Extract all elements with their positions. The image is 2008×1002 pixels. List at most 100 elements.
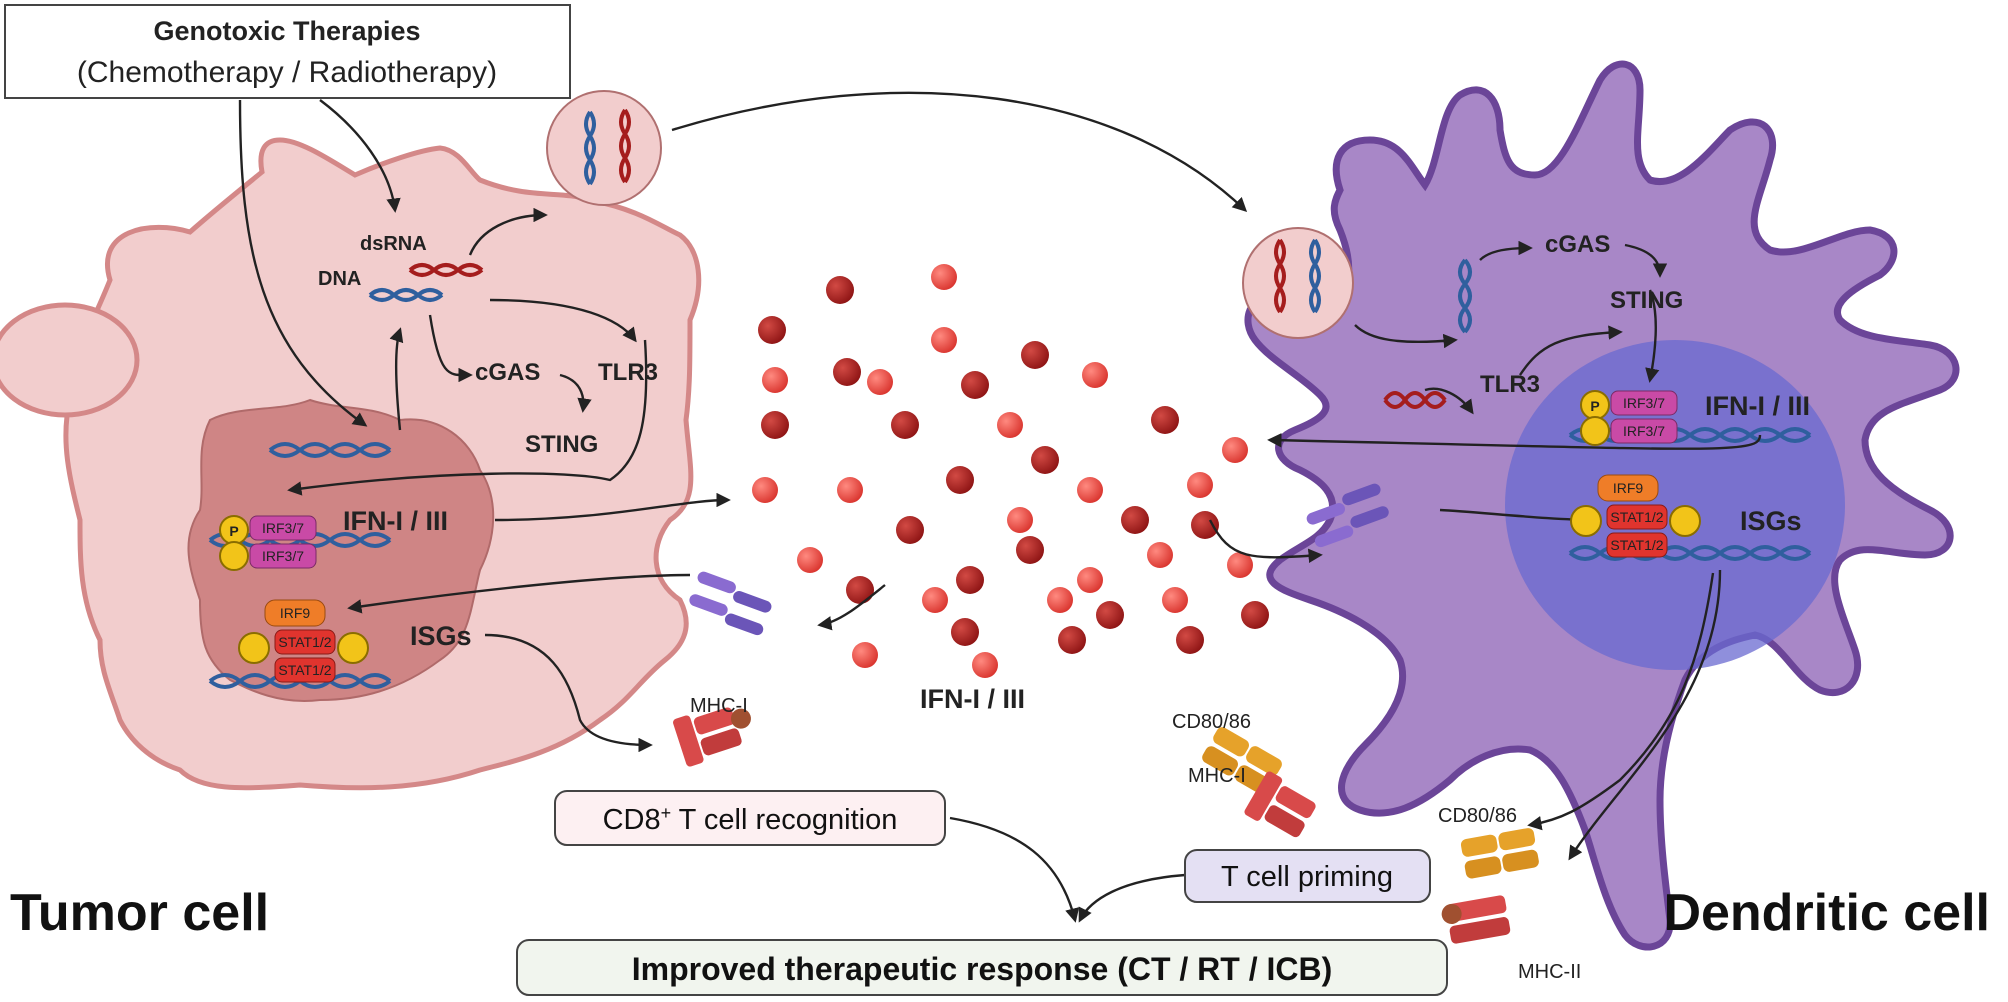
- ifn-droplet: [1082, 362, 1108, 388]
- cd8-sup: +: [661, 803, 672, 823]
- dna-label: DNA: [318, 268, 361, 290]
- ifn-droplet: [1031, 446, 1059, 474]
- ifn-droplet: [837, 477, 863, 503]
- ifn-droplet: [951, 618, 979, 646]
- tumor-stat-block: IRF9 STAT1/2 STAT1/2: [238, 599, 369, 683]
- released-vesicle: [546, 90, 662, 206]
- ifn-droplet: [752, 477, 778, 503]
- ifn-droplet: [867, 369, 893, 395]
- tumor-irf9-label: IRF9: [280, 605, 311, 621]
- therapy-box: [4, 4, 571, 99]
- ifn-droplet: [1187, 472, 1213, 498]
- ifn-droplet: [1077, 567, 1103, 593]
- dendritic-phagosome: [1242, 227, 1354, 339]
- cd8-main: CD8: [603, 804, 661, 836]
- ifn-droplet: [1077, 477, 1103, 503]
- priming-box: [1184, 849, 1431, 903]
- tumor-cgas-label: cGAS: [475, 359, 540, 386]
- ifn-droplet: [946, 466, 974, 494]
- ifn-droplet: [758, 316, 786, 344]
- dc-mhc1-label: MHC-I: [1188, 765, 1246, 787]
- dc-irf37-label: IRF3/7: [1623, 395, 1665, 411]
- tumor-cell-label: Tumor cell: [10, 884, 269, 942]
- dc-cgas-label: cGAS: [1545, 231, 1610, 258]
- dendritic-nucleus: [1505, 340, 1845, 670]
- ifn-droplet: [1047, 587, 1073, 613]
- cd8-recognition-text: CD8+ T cell recognition: [603, 803, 898, 836]
- ifn-droplet: [896, 516, 924, 544]
- ifn-droplet: [762, 367, 788, 393]
- center-ifn-label: IFN-I / III: [920, 684, 1025, 714]
- ifn-droplet: [1241, 601, 1269, 629]
- ifn-droplet: [997, 412, 1023, 438]
- dc-stat12-label: STAT1/2: [1610, 509, 1663, 525]
- response-box: [516, 939, 1448, 996]
- ifn-droplet: [1222, 437, 1248, 463]
- ifn-droplet: [1007, 507, 1033, 533]
- ifn-droplet: [972, 652, 998, 678]
- ifn-droplet: [1227, 552, 1253, 578]
- ifn-droplet: [1147, 542, 1173, 568]
- ifn-droplet: [1191, 511, 1219, 539]
- ifn-droplet: [1096, 601, 1124, 629]
- ifn-droplet: [922, 587, 948, 613]
- dendritic-cell-label: Dendritic cell: [1663, 884, 1990, 942]
- ifn-droplet: [852, 642, 878, 668]
- ifn-droplets: [752, 264, 1269, 678]
- dc-ifn-label: IFN-I / III: [1705, 391, 1810, 421]
- ifn-droplet: [1162, 587, 1188, 613]
- tumor-nucleus: [187, 398, 495, 702]
- tumor-stat12-label: STAT1/2: [278, 634, 331, 650]
- therapy-box-title: Genotoxic Therapies: [153, 16, 420, 46]
- arrows: [238, 91, 1762, 923]
- ifn-droplet: [1058, 626, 1086, 654]
- tumor-vesicle: [0, 302, 140, 418]
- dc-tlr3-label: TLR3: [1480, 371, 1540, 398]
- dc-irf9-label: IRF9: [1613, 480, 1644, 496]
- tumor-isgs-label: ISGs: [410, 621, 472, 651]
- ifn-droplet: [826, 276, 854, 304]
- priming-text: T cell priming: [1221, 861, 1393, 893]
- tumor-irf37-label-2: IRF3/7: [262, 548, 304, 564]
- cd8-rest: T cell recognition: [671, 804, 897, 836]
- dc-irf37-label-2: IRF3/7: [1623, 423, 1665, 439]
- dc-stat12-label-2: STAT1/2: [1610, 537, 1663, 553]
- dsrna-label: dsRNA: [360, 233, 427, 255]
- tumor-irf37-label: IRF3/7: [262, 520, 304, 536]
- tumor-cell: [0, 137, 702, 791]
- dendritic-cell: [1242, 60, 1960, 951]
- receptors: [673, 483, 1539, 944]
- ifn-droplet: [961, 371, 989, 399]
- dc-stat-block: IRF9 STAT1/2 STAT1/2: [1570, 474, 1701, 558]
- tumor-sting-label: STING: [525, 431, 598, 458]
- ifn-droplet: [797, 547, 823, 573]
- dc-isgs-label: ISGs: [1740, 506, 1802, 536]
- dc-p-label: P: [1590, 398, 1599, 414]
- cd8-recognition-box: [554, 790, 946, 846]
- ifn-droplet: [833, 358, 861, 386]
- ifn-droplet: [1176, 626, 1204, 654]
- ifn-droplet: [931, 264, 957, 290]
- tumor-tlr3-label: TLR3: [598, 359, 658, 386]
- therapy-box-subtitle: (Chemotherapy / Radiotherapy): [77, 56, 497, 89]
- dc-irf-block: P IRF3/7 IRF3/7: [1580, 390, 1678, 446]
- ifn-droplet: [1021, 341, 1049, 369]
- dc-mhc2-label: MHC-II: [1518, 961, 1581, 983]
- tumor-stat12-label-2: STAT1/2: [278, 662, 331, 678]
- ifn-droplet: [931, 327, 957, 353]
- dc-cd8086-top-label: CD80/86: [1172, 711, 1251, 733]
- ifn-droplet: [761, 411, 789, 439]
- tumor-irf-block: P IRF3/7 IRF3/7: [219, 515, 317, 571]
- ifn-droplet: [1121, 506, 1149, 534]
- tumor-p-label: P: [229, 523, 238, 539]
- tumor-mhc1-label: MHC-I: [690, 695, 748, 717]
- ifn-droplet: [1151, 406, 1179, 434]
- dc-sting-label: STING: [1610, 287, 1683, 314]
- ifn-droplet: [846, 576, 874, 604]
- dc-cd8086-bottom-label: CD80/86: [1438, 805, 1517, 827]
- ifn-droplet: [956, 566, 984, 594]
- tumor-ifn-label: IFN-I / III: [343, 506, 448, 536]
- response-text: Improved therapeutic response (CT / RT /…: [632, 951, 1333, 987]
- ifn-droplet: [1016, 536, 1044, 564]
